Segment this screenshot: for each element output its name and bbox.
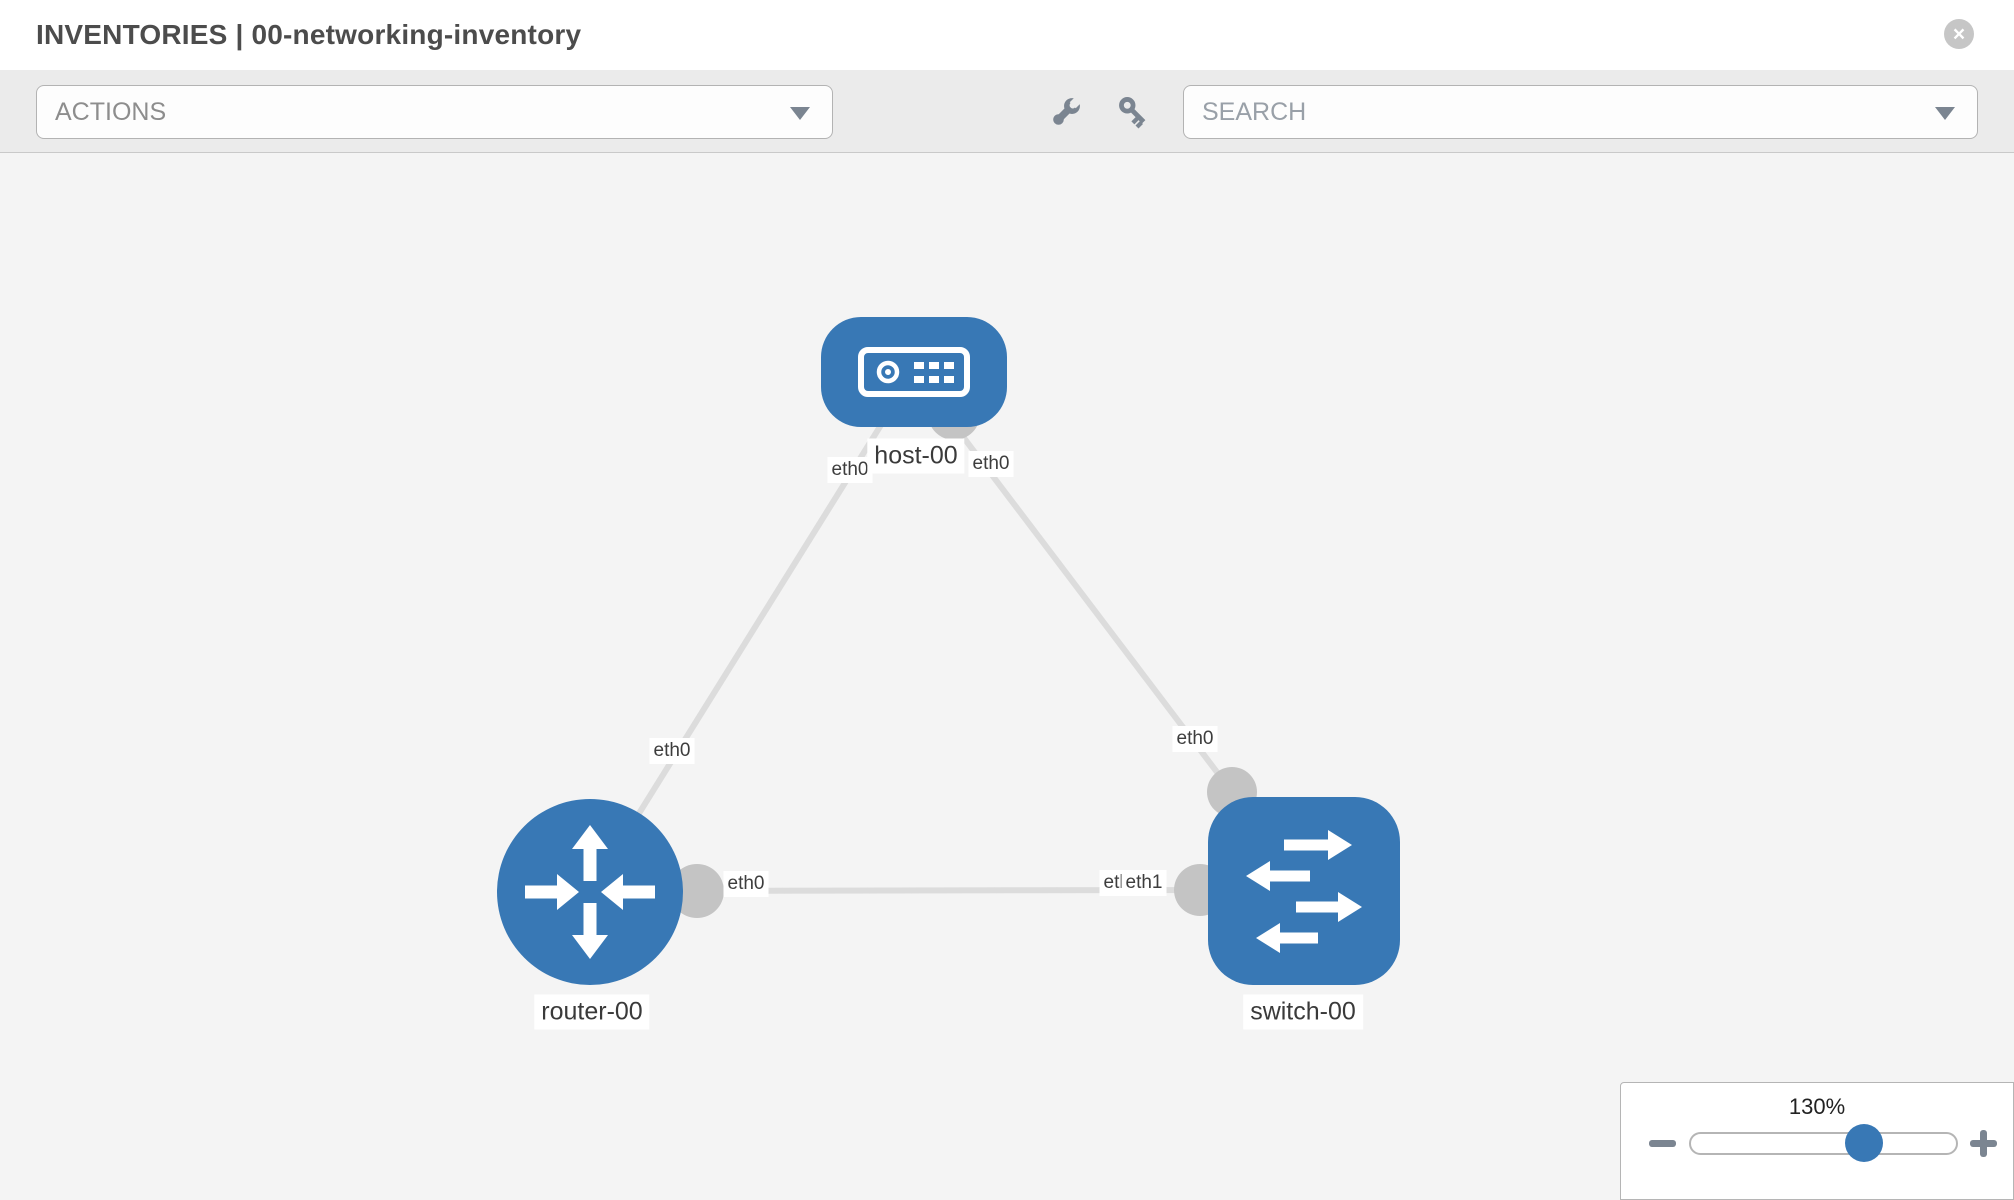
close-icon: × [1952,22,1966,46]
key-icon [1119,97,1146,129]
node-label-host: host-00 [867,438,965,474]
interface-label-router-upper: eth0 [649,738,695,764]
zoom-slider-knob[interactable] [1845,1124,1883,1162]
node-label-router: router-00 [534,994,650,1030]
actions-dropdown[interactable]: ACTIONS [36,85,833,139]
search-dropdown[interactable] [1183,85,1978,139]
chevron-down-icon [790,107,810,120]
node-host-00[interactable] [821,317,1007,427]
node-switch-00[interactable] [1208,797,1400,985]
chevron-down-icon [1935,107,1955,120]
router-icon [525,825,655,959]
toolbar: ACTIONS [0,70,2014,153]
topology-svg [497,317,1400,985]
interface-label-host-right: eth0 [968,451,1014,477]
credentials-button[interactable] [1106,85,1162,139]
zoom-out-button[interactable] [1649,1140,1676,1147]
zoom-slider-track[interactable] [1689,1132,1958,1155]
zoom-panel: 130% [1620,1082,2014,1200]
search-input[interactable] [1202,86,1892,138]
interface-label-switch-top: eth0 [1172,726,1218,752]
host-icon [858,347,970,397]
interface-label-host-left: eth0 [827,457,873,483]
configure-button[interactable] [1038,85,1094,139]
wrench-icon [1053,96,1082,125]
actions-dropdown-label: ACTIONS [55,98,167,126]
header-bar: INVENTORIES | 00-networking-inventory × [0,0,2014,70]
zoom-in-button[interactable] [1970,1130,1997,1157]
node-label-switch: switch-00 [1243,994,1363,1030]
interface-label-switch-left-front: eth1 [1121,870,1167,896]
link-host-switch[interactable] [911,370,1235,794]
interface-label-router-right: eth0 [723,871,769,897]
topology-canvas[interactable]: eth0 host-00 eth0 eth0 eth0 eth0 eth0 et… [0,153,2014,1200]
port-circle-router [670,864,724,918]
node-router-00[interactable] [497,799,683,985]
zoom-level-value: 130% [1788,1094,1846,1119]
page-title: INVENTORIES | 00-networking-inventory [36,19,582,50]
close-button[interactable]: × [1944,19,1974,49]
switch-icon [1246,830,1362,953]
